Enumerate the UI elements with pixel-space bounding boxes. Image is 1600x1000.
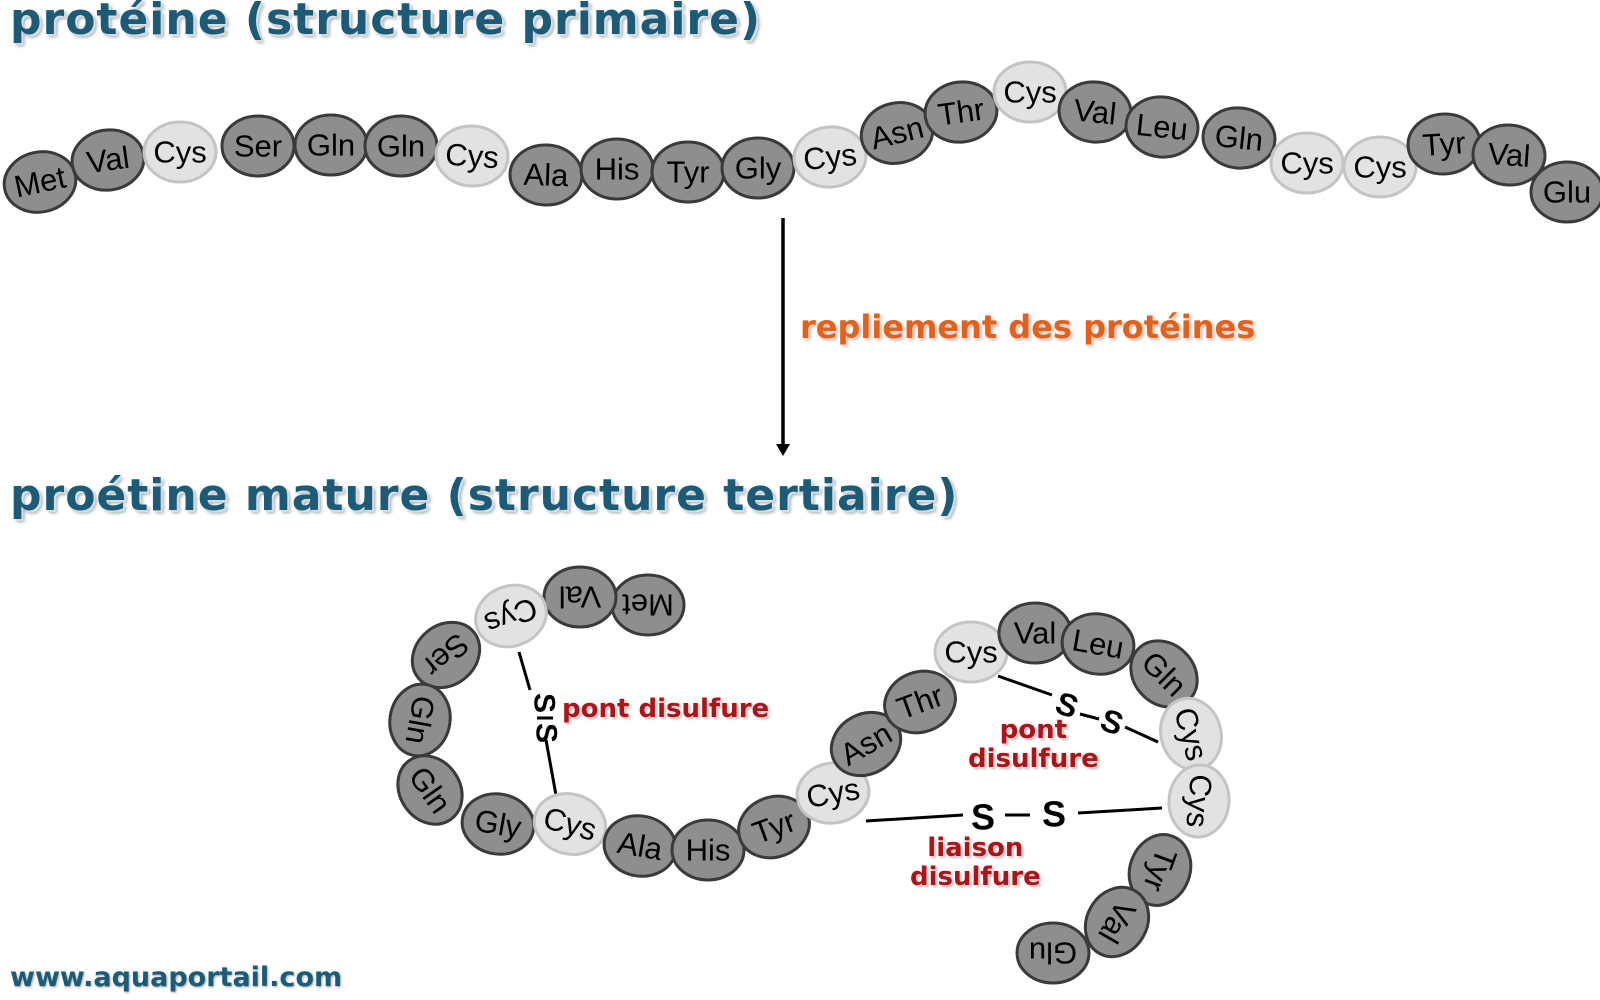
tertiary-residue-label: Glu bbox=[1029, 936, 1077, 971]
primary-residue-label: Thr bbox=[936, 91, 987, 132]
tertiary-residue-glu: Glu bbox=[1015, 921, 1091, 985]
tertiary-residue-label: Met bbox=[622, 588, 674, 623]
bridge2-sulfur-2: S bbox=[1096, 701, 1128, 742]
tertiary-residue-label: Cys bbox=[1179, 773, 1219, 829]
primary-residue-cys: Cys bbox=[434, 124, 510, 188]
primary-residue-gly: Gly bbox=[720, 136, 796, 200]
primary-residue-label: Tyr bbox=[1421, 125, 1466, 163]
tertiary-residue-cys: Cys bbox=[933, 620, 1009, 684]
primary-residue-cys: Cys bbox=[142, 120, 218, 184]
tertiary-residue-cys: Cys bbox=[532, 792, 608, 856]
tertiary-residue-val: Val bbox=[542, 565, 618, 629]
primary-residue-thr: Thr bbox=[923, 80, 999, 144]
primary-residue-label: Gln bbox=[307, 128, 355, 163]
primary-residue-cys: Cys bbox=[1269, 131, 1345, 195]
primary-residue-label: Ala bbox=[523, 157, 570, 194]
primary-residue-cys: Cys bbox=[792, 125, 868, 189]
primary-residue-leu: Leu bbox=[1124, 95, 1200, 159]
tertiary-structure-title: proétine mature (structure tertiaire) bbox=[10, 470, 959, 521]
tertiary-residue-label: Val bbox=[559, 580, 602, 615]
tertiary-residue-asn: Asn bbox=[829, 710, 903, 778]
liaison-sulfur-1: S bbox=[971, 797, 995, 838]
website-watermark: www.aquaportail.com bbox=[10, 962, 343, 993]
primary-residue-his: His bbox=[579, 137, 655, 201]
primary-residue-label: Cys bbox=[1003, 75, 1056, 110]
tertiary-residue-label: Cys bbox=[944, 635, 997, 670]
tertiary-residue-his: His bbox=[670, 818, 746, 882]
primary-residue-val: Val bbox=[70, 128, 146, 192]
primary-residue-label: Cys bbox=[1280, 146, 1333, 181]
tertiary-residue-ser: Ser bbox=[410, 620, 482, 690]
disulfide-bridge-label-right: pont disulfure bbox=[968, 715, 1099, 774]
primary-residue-gln: Gln bbox=[1201, 106, 1277, 170]
tertiary-residue-met: Met bbox=[610, 573, 686, 637]
primary-residue-cys: Cys bbox=[1342, 135, 1418, 199]
tertiary-residue-label: His bbox=[686, 833, 731, 868]
primary-residue-label: Ser bbox=[234, 129, 282, 164]
primary-residue-label: Cys bbox=[802, 137, 859, 177]
primary-residue-gln: Gln bbox=[293, 113, 369, 177]
tertiary-residue-tyr: Tyr bbox=[737, 794, 811, 860]
primary-residue-label: Cys bbox=[153, 135, 206, 170]
primary-residue-label: Leu bbox=[1134, 107, 1189, 147]
primary-residue-label: His bbox=[595, 152, 640, 187]
tertiary-residue-leu: Leu bbox=[1060, 612, 1136, 676]
primary-residue-cys: Cys bbox=[992, 60, 1068, 124]
tertiary-residue-tyr: Tyr bbox=[1127, 833, 1193, 907]
tertiary-residue-cys: Cys bbox=[795, 761, 871, 825]
tertiary-residue-gly: Gly bbox=[460, 792, 536, 856]
primary-residue-label: Gln bbox=[377, 129, 425, 164]
primary-residue-gln: Gln bbox=[363, 114, 439, 178]
primary-residue-label: Glu bbox=[1543, 175, 1591, 210]
primary-residue-label: Val bbox=[1487, 136, 1532, 174]
primary-residue-tyr: Tyr bbox=[650, 140, 726, 204]
primary-structure-title: protéine (structure primaire) bbox=[10, 0, 762, 45]
tertiary-residue-gln: Gln bbox=[1129, 639, 1199, 709]
tertiary-residue-label: Gln bbox=[399, 693, 442, 747]
disulfide-bond-label: liaison disulfure bbox=[910, 833, 1041, 892]
tertiary-residue-label: Ala bbox=[615, 825, 666, 867]
tertiary-residue-thr: Thr bbox=[883, 669, 957, 735]
tertiary-residue-val: Val bbox=[997, 601, 1073, 665]
bridge1-sulfur-2: S bbox=[530, 723, 563, 743]
tertiary-residue-gln: Gln bbox=[396, 754, 464, 826]
primary-residue-label: Tyr bbox=[666, 155, 709, 190]
primary-residue-val: Val bbox=[1471, 123, 1547, 187]
primary-residue-ser: Ser bbox=[220, 114, 296, 178]
tertiary-residue-cys: Cys bbox=[1159, 696, 1223, 772]
primary-residue-label: Cys bbox=[1353, 150, 1406, 185]
tertiary-residue-label: Gly bbox=[472, 803, 524, 846]
primary-residue-label: Gln bbox=[1213, 118, 1265, 158]
primary-residue-met: Met bbox=[2, 150, 78, 214]
tertiary-residue-gln: Gln bbox=[388, 682, 452, 758]
bridge1-sulfur-1: S bbox=[528, 693, 561, 713]
tertiary-residue-cys: Cys bbox=[1167, 763, 1231, 839]
tertiary-residue-ala: Ala bbox=[602, 814, 678, 878]
liaison-sulfur-2: S bbox=[1042, 794, 1066, 835]
primary-residue-label: Val bbox=[85, 140, 132, 181]
primary-residue-label: Cys bbox=[444, 137, 500, 176]
primary-residue-asn: Asn bbox=[859, 101, 935, 165]
tertiary-residue-label: Val bbox=[1014, 616, 1057, 651]
folding-label: repliement des protéines bbox=[800, 308, 1256, 346]
tertiary-residue-val: Val bbox=[1083, 885, 1151, 959]
primary-residue-glu: Glu bbox=[1529, 160, 1600, 224]
primary-residue-ala: Ala bbox=[508, 143, 584, 207]
tertiary-residue-cys: Cys bbox=[474, 583, 548, 649]
primary-residue-val: Val bbox=[1057, 80, 1133, 144]
primary-residue-tyr: Tyr bbox=[1406, 112, 1482, 176]
primary-residue-label: Val bbox=[1072, 92, 1118, 131]
disulfide-bridge-label-left: pont disulfure bbox=[562, 694, 770, 724]
primary-residue-label: Gly bbox=[735, 151, 782, 186]
